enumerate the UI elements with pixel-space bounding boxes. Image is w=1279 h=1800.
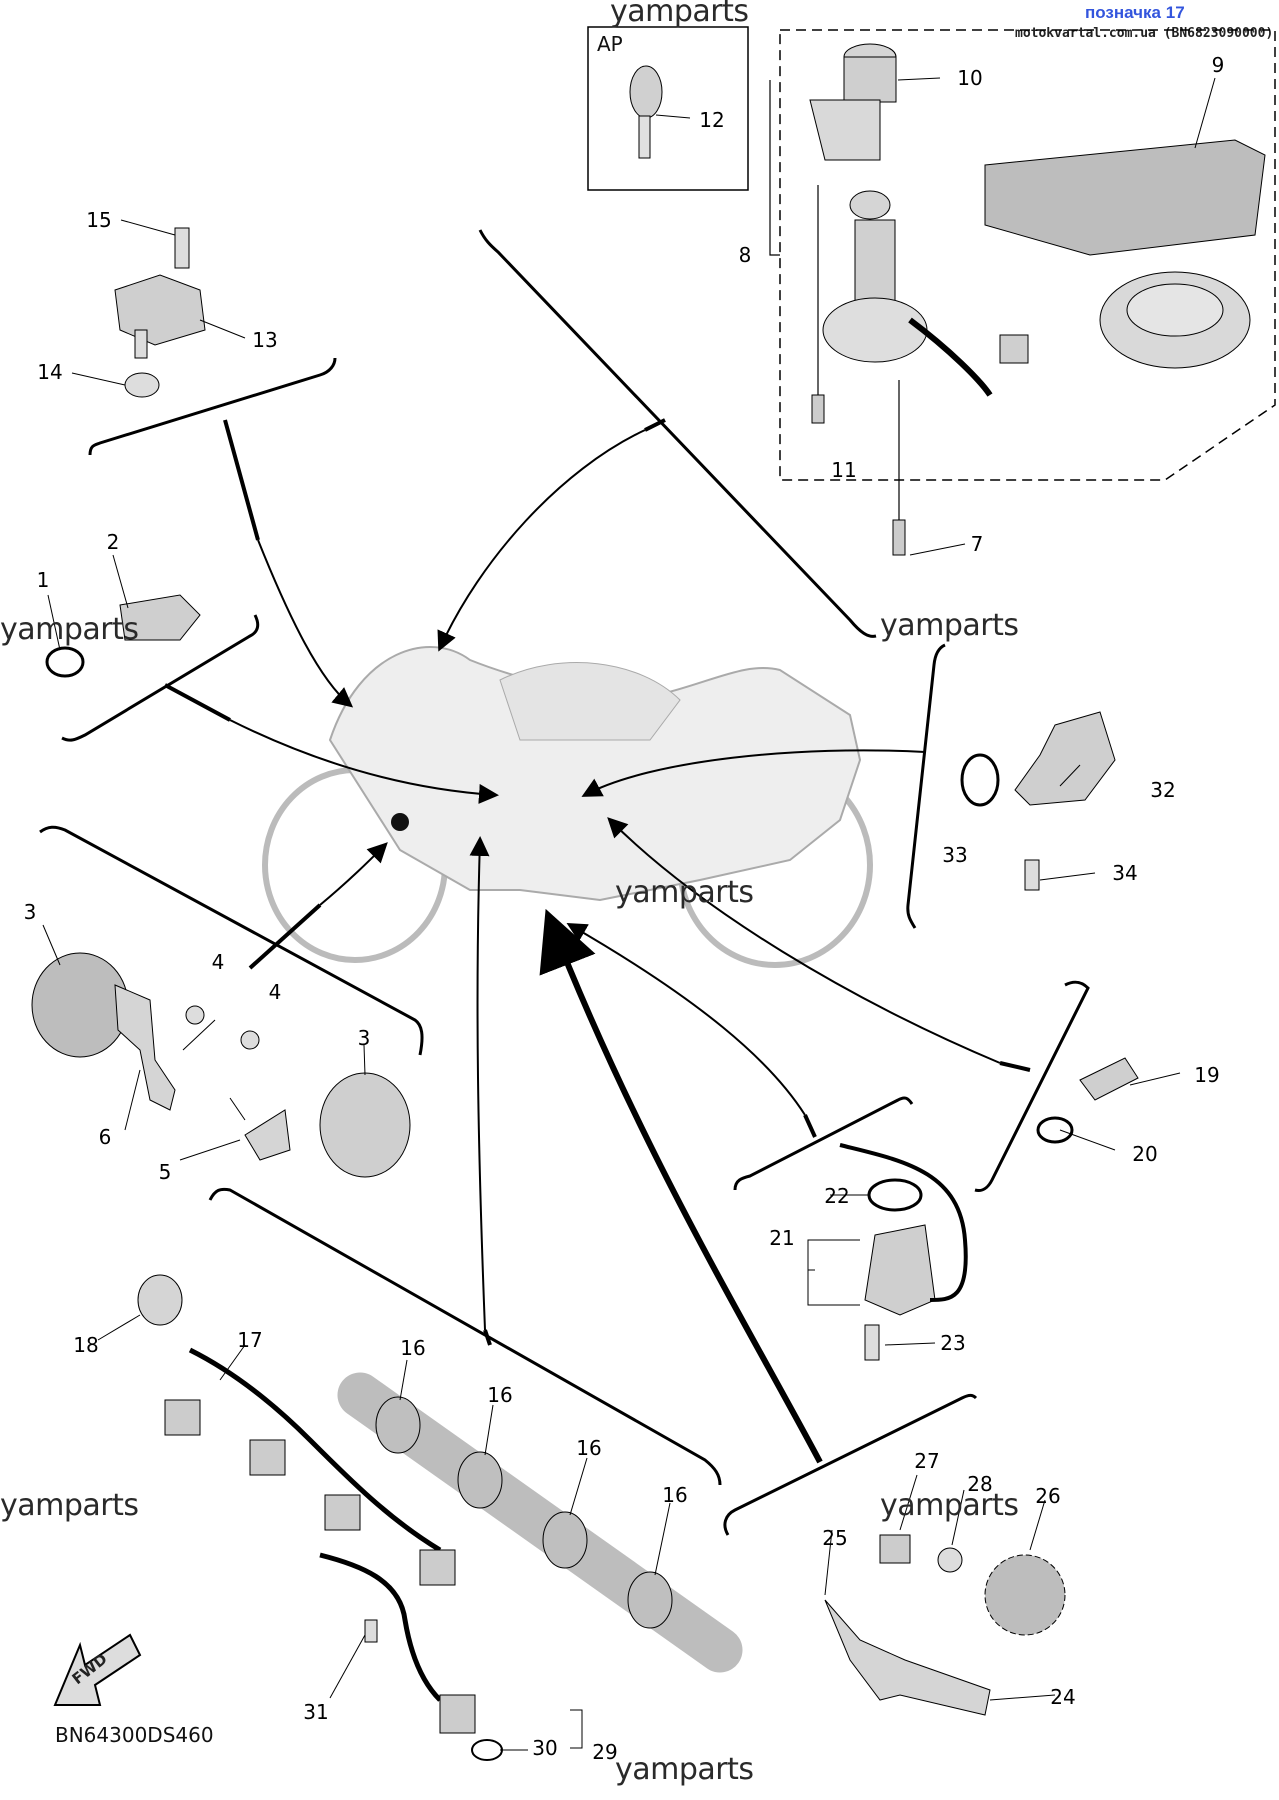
diagram-mark-link[interactable]: позначка 17 bbox=[1085, 3, 1185, 22]
part-label-22[interactable]: 22 bbox=[824, 1184, 850, 1208]
part-label-25[interactable]: 25 bbox=[822, 1526, 848, 1550]
part-label-16[interactable]: 16 bbox=[662, 1483, 688, 1507]
part-label-13[interactable]: 13 bbox=[252, 328, 278, 352]
part-label-23[interactable]: 23 bbox=[940, 1331, 966, 1355]
ignition-cylinder-drawing bbox=[809, 43, 897, 161]
ap-box bbox=[587, 26, 749, 191]
part-label-16[interactable]: 16 bbox=[400, 1336, 426, 1360]
part-label-15[interactable]: 15 bbox=[86, 208, 112, 232]
part-label-12[interactable]: 12 bbox=[699, 108, 725, 132]
cap-drawing bbox=[999, 271, 1251, 369]
part-label-18[interactable]: 18 bbox=[73, 1333, 99, 1357]
source-subtitle: motokvartal.com.ua (BN6823090000) bbox=[1015, 26, 1274, 41]
part-label-4[interactable]: 4 bbox=[211, 950, 225, 974]
part-label-17[interactable]: 17 bbox=[237, 1328, 263, 1352]
part-label-6[interactable]: 6 bbox=[98, 1125, 112, 1149]
bolt-7-drawing bbox=[892, 519, 906, 556]
motorcycle-drawing bbox=[262, 646, 873, 968]
sensor-13-drawing bbox=[114, 227, 206, 398]
sensor-21-drawing bbox=[839, 1143, 968, 1361]
part-label-32[interactable]: 32 bbox=[1150, 778, 1176, 802]
part-label-33[interactable]: 33 bbox=[942, 843, 968, 867]
ap-label: AP bbox=[597, 32, 623, 56]
ignition-coils-drawing bbox=[137, 1274, 743, 1673]
bolt-11-drawing bbox=[811, 394, 825, 424]
part-label-2[interactable]: 2 bbox=[106, 530, 120, 554]
part-label-30[interactable]: 30 bbox=[532, 1736, 558, 1760]
sensor-2-drawing bbox=[45, 594, 201, 678]
kit-box bbox=[779, 29, 1276, 481]
part-label-34[interactable]: 34 bbox=[1112, 861, 1138, 885]
part-label-19[interactable]: 19 bbox=[1194, 1063, 1220, 1087]
part-label-20[interactable]: 20 bbox=[1132, 1142, 1158, 1166]
part-label-16[interactable]: 16 bbox=[576, 1436, 602, 1460]
part-label-21[interactable]: 21 bbox=[769, 1226, 795, 1250]
part-label-24[interactable]: 24 bbox=[1050, 1685, 1076, 1709]
watermark: yamparts bbox=[0, 612, 139, 647]
part-label-9[interactable]: 9 bbox=[1211, 53, 1225, 77]
part-label-27[interactable]: 27 bbox=[914, 1449, 940, 1473]
watermark: yamparts bbox=[615, 875, 754, 910]
part-label-10[interactable]: 10 bbox=[957, 66, 983, 90]
fwd-arrow-icon bbox=[53, 1633, 142, 1706]
part-label-29[interactable]: 29 bbox=[592, 1740, 618, 1764]
part-label-5[interactable]: 5 bbox=[158, 1160, 172, 1184]
part-label-4[interactable]: 4 bbox=[268, 980, 282, 1004]
label-leaders bbox=[42, 77, 1216, 1751]
part-label-7[interactable]: 7 bbox=[970, 532, 984, 556]
main-switch-drawing bbox=[822, 190, 993, 397]
part-label-31[interactable]: 31 bbox=[303, 1700, 329, 1724]
diagram-code: BN64300DS460 bbox=[55, 1723, 214, 1747]
part-label-1[interactable]: 1 bbox=[36, 568, 50, 592]
watermark: yamparts bbox=[615, 1752, 754, 1787]
part-label-16[interactable]: 16 bbox=[487, 1383, 513, 1407]
part-label-26[interactable]: 26 bbox=[1035, 1484, 1061, 1508]
key-drawing bbox=[629, 65, 663, 159]
part-label-11[interactable]: 11 bbox=[831, 458, 857, 482]
part-label-14[interactable]: 14 bbox=[37, 360, 63, 384]
watermark: yamparts bbox=[610, 0, 749, 29]
sensor-29-drawing bbox=[319, 1552, 503, 1761]
switch-19-drawing bbox=[1036, 1057, 1139, 1144]
part-label-28[interactable]: 28 bbox=[967, 1472, 993, 1496]
watermark: yamparts bbox=[0, 1488, 139, 1523]
watermark: yamparts bbox=[880, 608, 1019, 643]
sensor-32-drawing bbox=[960, 711, 1116, 891]
ecu-drawing bbox=[984, 139, 1266, 256]
callout-lines bbox=[39, 229, 1090, 1536]
part-label-3[interactable]: 3 bbox=[357, 1026, 371, 1050]
bracket-3-6-drawing bbox=[31, 952, 411, 1178]
watermark: yamparts bbox=[880, 1488, 1019, 1523]
part-label-3[interactable]: 3 bbox=[23, 900, 37, 924]
sensor-24-28-drawing bbox=[824, 1534, 1066, 1716]
part-label-8[interactable]: 8 bbox=[738, 243, 752, 267]
